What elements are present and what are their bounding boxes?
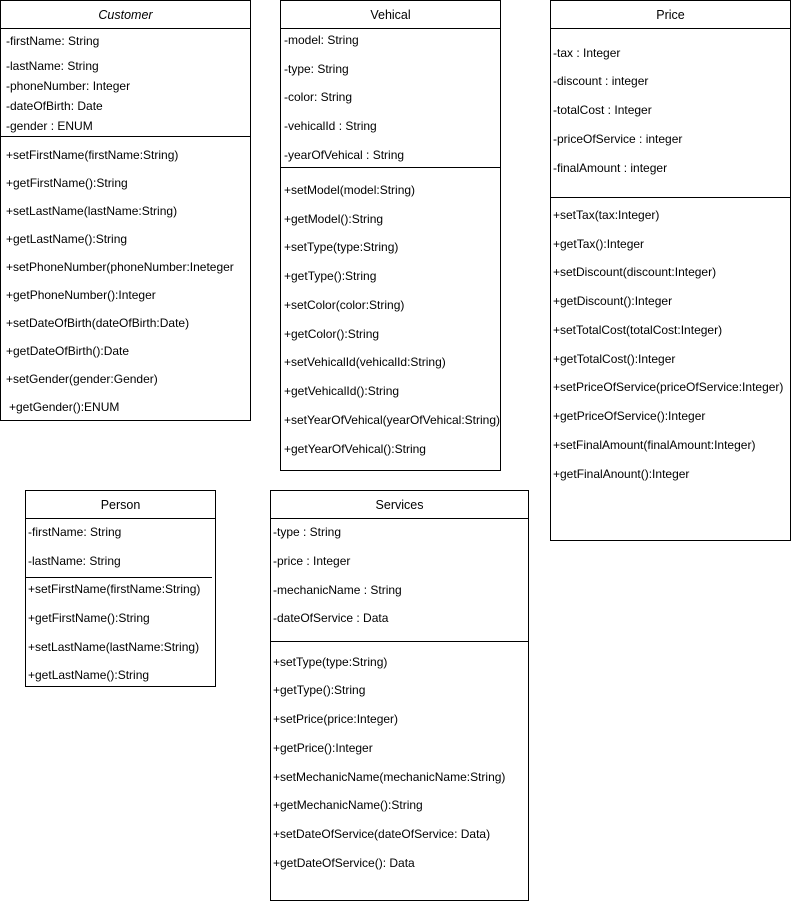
attribute: -vehicalId : String xyxy=(284,119,377,133)
method: +getTotalCost():Integer xyxy=(553,352,676,366)
class-name: Customer xyxy=(1,1,250,29)
method: +getFinalAnount():Integer xyxy=(553,467,690,481)
attribute: -priceOfService : integer xyxy=(553,132,683,146)
method: +getGender():ENUM xyxy=(9,400,120,414)
attribute: -dateOfService : Data xyxy=(273,611,389,625)
class-name: Person xyxy=(26,491,215,519)
attributes-methods-divider xyxy=(271,641,528,642)
attribute: -color: String xyxy=(284,90,353,104)
method: +setPrice(price:Integer) xyxy=(273,712,399,726)
method: +setPriceOfService(priceOfService:Intege… xyxy=(553,380,784,394)
method: +getFirstName():String xyxy=(28,611,150,625)
attributes-methods-divider xyxy=(551,197,790,198)
method: +setMechanicName(mechanicName:String) xyxy=(273,770,506,784)
class-vehical[interactable]: Vehical -model: String -type: String -co… xyxy=(280,0,501,471)
attribute: -phoneNumber: Integer xyxy=(6,79,131,93)
method: +setLastName(lastName:String) xyxy=(28,640,200,654)
attribute: -finalAmount : integer xyxy=(553,161,668,175)
attribute: -type: String xyxy=(284,62,349,76)
method: +setType(type:String) xyxy=(284,240,399,254)
attribute: -yearOfVehical : String xyxy=(284,148,405,162)
attribute: -dateOfBirth: Date xyxy=(6,99,103,113)
method: +getLastName():String xyxy=(28,668,150,682)
method: +setTax(tax:Integer) xyxy=(553,208,660,222)
method: +getMechanicName():String xyxy=(273,798,423,812)
method: +setGender(gender:Gender) xyxy=(6,372,158,386)
class-price[interactable]: Price -tax : Integer -discount : integer… xyxy=(550,0,791,541)
method: +setColor(color:String) xyxy=(284,298,405,312)
method: +setDateOfService(dateOfService: Data) xyxy=(273,827,491,841)
class-person[interactable]: Person -firstName: String -lastName: Str… xyxy=(25,490,216,687)
method: +getDiscount():Integer xyxy=(553,294,673,308)
attributes-methods-divider xyxy=(281,167,500,168)
class-name: Price xyxy=(551,1,790,29)
method: +setFirstName(firstName:String) xyxy=(6,148,179,162)
method: +getType():String xyxy=(284,269,377,283)
method: +setType(type:String) xyxy=(273,655,388,669)
attribute: -lastName: String xyxy=(28,554,121,568)
attribute: -discount : integer xyxy=(553,74,649,88)
method: +getVehicalId():String xyxy=(284,384,400,398)
method: +setFirstName(firstName:String) xyxy=(28,582,201,596)
method: +getFirstName():String xyxy=(6,176,128,190)
method: +getColor():String xyxy=(284,327,380,341)
class-name: Services xyxy=(271,491,528,519)
method: +setLastName(lastName:String) xyxy=(6,204,178,218)
attribute: -lastName: String xyxy=(6,59,99,73)
method: +getTax():Integer xyxy=(553,237,645,251)
method: +setPhoneNumber(phoneNumber:Ineteger xyxy=(6,260,234,274)
class-customer[interactable]: Customer -firstName: String -lastName: S… xyxy=(0,0,251,421)
method: +setDateOfBirth(dateOfBirth:Date) xyxy=(6,316,190,330)
method: +setDiscount(discount:Integer) xyxy=(553,265,717,279)
method: +getPriceOfService():Integer xyxy=(553,409,706,423)
method: +getType():String xyxy=(273,683,366,697)
attribute: -type : String xyxy=(273,525,342,539)
method: +setVehicalId(vehicalId:String) xyxy=(284,355,446,369)
method: +setModel(model:String) xyxy=(284,183,416,197)
method: +setYearOfVehical(yearOfVehical:String) xyxy=(284,413,501,427)
method: +getYearOfVehical():String xyxy=(284,442,426,456)
attributes-methods-divider xyxy=(1,136,250,137)
attribute: -gender : ENUM xyxy=(6,119,93,133)
attribute: -firstName: String xyxy=(28,525,122,539)
method: +getDateOfService(): Data xyxy=(273,856,415,870)
attribute: -firstName: String xyxy=(6,34,100,48)
method: +getLastName():String xyxy=(6,232,128,246)
method: +getModel():String xyxy=(284,212,384,226)
attributes-methods-divider xyxy=(26,577,212,578)
method: +setTotalCost(totalCost:Integer) xyxy=(553,323,723,337)
method: +getDateOfBirth():Date xyxy=(6,344,130,358)
method: +getPhoneNumber():Integer xyxy=(6,288,156,302)
attribute: -mechanicName : String xyxy=(273,583,402,597)
class-name: Vehical xyxy=(281,1,500,29)
method: +setFinalAmount(finalAmount:Integer) xyxy=(553,438,756,452)
attribute: -model: String xyxy=(284,33,359,47)
class-services[interactable]: Services -type : String -price : Integer… xyxy=(270,490,529,901)
attribute: -price : Integer xyxy=(273,554,351,568)
attribute: -tax : Integer xyxy=(553,46,621,60)
method: +getPrice():Integer xyxy=(273,741,373,755)
attribute: -totalCost : Integer xyxy=(553,103,652,117)
